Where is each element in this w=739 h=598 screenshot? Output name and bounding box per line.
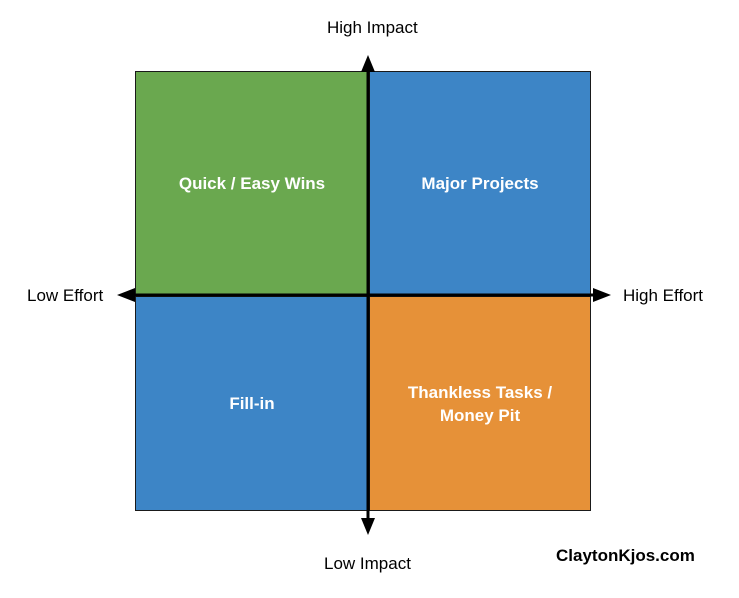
quadrant-thankless-tasks: Thankless Tasks / Money Pit xyxy=(369,296,591,511)
axis-label-high-effort: High Effort xyxy=(623,286,704,305)
axis-label-low-effort: Low Effort xyxy=(27,286,104,305)
arrow-down-icon xyxy=(361,518,375,535)
quadrant-quick-easy-wins: Quick / Easy Wins xyxy=(135,71,369,296)
quadrant-label-fill-in: Fill-in xyxy=(229,394,275,413)
arrow-right-icon xyxy=(593,288,611,302)
credit-text: ClaytonKjos.com xyxy=(556,546,695,565)
quadrant-label-thankless-tasks: Thankless Tasks / Money Pit xyxy=(407,382,553,425)
axis-label-high-impact: High Impact xyxy=(327,18,418,37)
arrow-up-icon xyxy=(361,55,375,72)
quadrant-label-major-projects: Major Projects xyxy=(421,174,539,193)
quadrant-fill-in: Fill-in xyxy=(135,296,369,511)
axis-label-low-impact: Low Impact xyxy=(324,554,411,573)
quadrant-label-quick-easy-wins: Quick / Easy Wins xyxy=(178,174,326,193)
arrow-left-icon xyxy=(117,288,135,302)
